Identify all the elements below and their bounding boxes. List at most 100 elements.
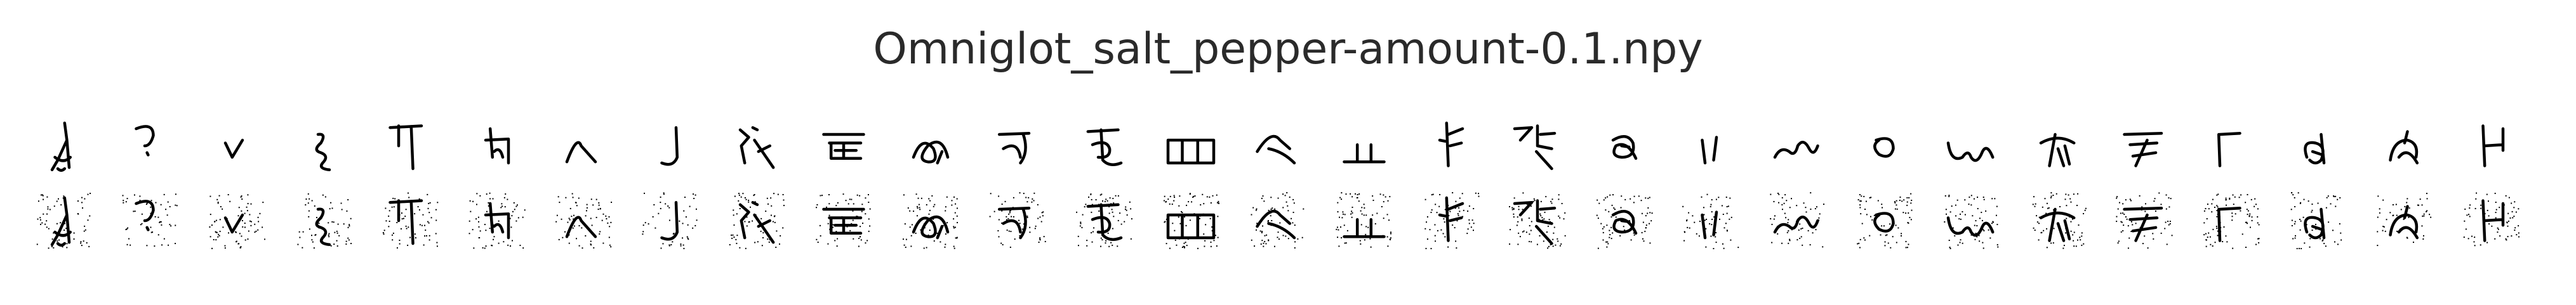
noisy-cell bbox=[1769, 192, 1826, 249]
noise-pixels bbox=[122, 193, 178, 247]
original-cell bbox=[2376, 117, 2433, 174]
glyph-stroke bbox=[1701, 211, 1718, 240]
omniglot-char-06-icon bbox=[484, 127, 510, 165]
omniglot-char-17-icon bbox=[1424, 192, 1480, 249]
original-cell bbox=[1423, 117, 1480, 174]
omniglot-char-07-icon bbox=[565, 141, 597, 164]
omniglot-char-29-icon bbox=[2481, 124, 2505, 167]
noisy-cell bbox=[1682, 192, 1739, 249]
original-cell bbox=[642, 117, 699, 174]
glyph-stroke bbox=[484, 127, 510, 165]
omniglot-char-01-icon bbox=[50, 121, 72, 172]
omniglot-char-12-icon bbox=[997, 131, 1031, 165]
noise-pixels bbox=[2463, 192, 2520, 247]
omniglot-char-23-icon bbox=[1944, 195, 1999, 249]
original-cell bbox=[815, 117, 872, 174]
noise-pixels bbox=[468, 192, 526, 249]
glyph-stroke bbox=[1513, 199, 1557, 245]
glyph-stroke bbox=[2389, 205, 2419, 240]
glyph-stroke bbox=[2481, 199, 2505, 242]
omniglot-char-26-icon bbox=[2217, 131, 2241, 167]
glyph-stroke bbox=[1086, 203, 1123, 241]
glyph-stroke bbox=[1946, 141, 1995, 162]
original-cell bbox=[2290, 117, 2347, 174]
original-cell bbox=[902, 117, 959, 174]
omniglot-char-09-icon bbox=[738, 126, 775, 169]
noisy-cell bbox=[729, 192, 786, 249]
glyph-stroke bbox=[1873, 212, 1895, 233]
glyph-stroke bbox=[2389, 130, 2419, 165]
omniglot-char-10-icon bbox=[816, 193, 871, 247]
omniglot-char-28-icon bbox=[2377, 193, 2432, 247]
omniglot-char-19-icon bbox=[1596, 194, 1653, 249]
omniglot-char-24-icon bbox=[2032, 192, 2087, 249]
noise-pixels bbox=[2290, 192, 2342, 249]
noisy-cell bbox=[1075, 192, 1132, 249]
glyph-stroke bbox=[2039, 133, 2076, 167]
noise-pixels bbox=[1682, 193, 1739, 249]
noise-pixels bbox=[1163, 193, 1219, 249]
noise-pixels bbox=[1251, 192, 1305, 249]
glyph-stroke bbox=[1701, 136, 1718, 165]
noise-pixels bbox=[555, 193, 613, 249]
glyph-stroke bbox=[50, 121, 72, 172]
omniglot-char-10-icon bbox=[822, 133, 865, 160]
noise-pixels bbox=[1336, 192, 1392, 248]
noise-pixels bbox=[1944, 195, 1999, 249]
omniglot-char-25-icon bbox=[2123, 131, 2163, 167]
noisy-cell bbox=[295, 192, 352, 249]
glyph-stroke bbox=[565, 216, 597, 238]
noise-pixels bbox=[1424, 192, 1480, 249]
noisy-cell bbox=[989, 192, 1046, 249]
glyph-stroke bbox=[484, 202, 510, 240]
omniglot-char-07-icon bbox=[555, 193, 613, 249]
glyph-stroke bbox=[822, 133, 865, 160]
glyph-stroke bbox=[822, 207, 865, 235]
omniglot-char-20-icon bbox=[1682, 193, 1739, 249]
omniglot-char-04-icon bbox=[315, 133, 331, 172]
noise-pixels bbox=[729, 193, 785, 249]
glyph-stroke bbox=[1513, 124, 1557, 171]
omniglot-char-15-icon bbox=[1251, 192, 1305, 249]
omniglot-char-25-icon bbox=[2116, 192, 2173, 249]
noise-pixels bbox=[989, 192, 1046, 248]
noise-pixels bbox=[382, 192, 439, 249]
omniglot-char-14-icon bbox=[1166, 138, 1216, 165]
glyph-stroke bbox=[1611, 135, 1638, 160]
glyph-stroke bbox=[223, 138, 244, 159]
omniglot-char-16-icon bbox=[1336, 192, 1392, 248]
original-cell bbox=[729, 117, 786, 174]
omniglot-char-24-icon bbox=[2039, 133, 2076, 167]
omniglot-char-03-icon bbox=[209, 194, 265, 249]
omniglot-char-11-icon bbox=[912, 140, 950, 165]
glyph-stroke bbox=[1773, 216, 1819, 234]
noise-pixels bbox=[209, 194, 265, 249]
glyph-stroke bbox=[2217, 206, 2241, 242]
noise-pixels bbox=[1076, 193, 1132, 247]
omniglot-char-15-icon bbox=[1256, 134, 1296, 165]
glyph-stroke bbox=[997, 206, 1031, 240]
noise-pixels bbox=[1596, 194, 1653, 249]
noisy-cell bbox=[1423, 192, 1480, 249]
figure-title: Omniglot_salt_pepper-amount-0.1.npy bbox=[873, 24, 1703, 74]
noise-pixels bbox=[642, 192, 698, 249]
original-cell bbox=[555, 117, 613, 174]
omniglot-char-28-icon bbox=[2389, 130, 2419, 165]
glyph-stroke bbox=[50, 196, 72, 247]
omniglot-char-01-icon bbox=[36, 192, 91, 249]
omniglot-char-17-icon bbox=[1438, 121, 1464, 167]
glyph-stroke bbox=[912, 140, 950, 165]
omniglot-char-05-icon bbox=[382, 192, 439, 249]
glyph-stroke bbox=[1873, 137, 1895, 158]
glyph-stroke bbox=[135, 125, 155, 157]
omniglot-char-06-icon bbox=[468, 192, 526, 249]
glyph-stroke bbox=[1773, 141, 1819, 159]
original-cell bbox=[2029, 117, 2087, 174]
omniglot-char-27-icon bbox=[2290, 192, 2342, 249]
noisy-cell bbox=[1509, 192, 1566, 249]
noisy-cell bbox=[2463, 192, 2520, 249]
omniglot-char-21-icon bbox=[1770, 192, 1825, 248]
omniglot-char-23-icon bbox=[1946, 141, 1995, 162]
noisy-cell bbox=[2116, 192, 2173, 249]
noise-pixels bbox=[36, 192, 91, 249]
